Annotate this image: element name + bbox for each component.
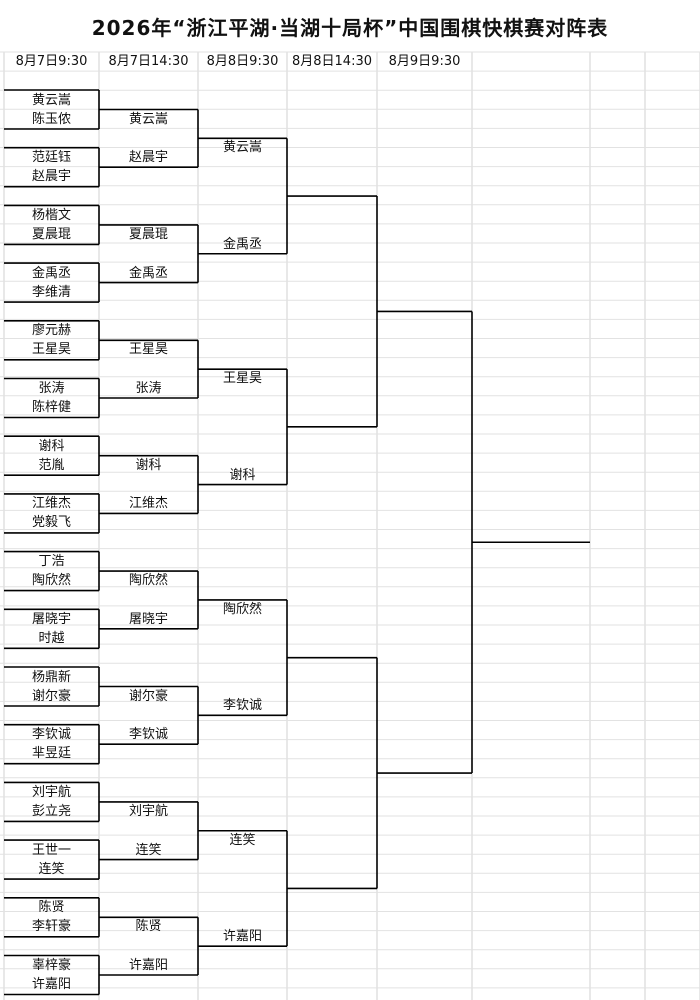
player-name: 刘宇航 — [128, 803, 168, 819]
player-name: 金禹丞 — [222, 236, 262, 252]
player-name: 陶欣然 — [222, 601, 262, 617]
player-name: 连笑 — [229, 832, 256, 848]
round-header: 8月8日9:30 — [206, 54, 279, 69]
player-name: 范胤 — [38, 457, 65, 473]
player-name: 陶欣然 — [128, 573, 168, 589]
bracket-lines — [4, 89, 590, 996]
player-name: 辜梓豪 — [31, 958, 71, 973]
round-header: 8月7日9:30 — [15, 54, 88, 69]
page-title: 2026年“浙江平湖·当湖十局杯”中国围棋快棋赛对阵表 — [91, 16, 609, 40]
player-name: 范廷钰 — [31, 150, 71, 166]
round-header: 8月7日14:30 — [108, 54, 189, 69]
player-name: 黄云嵩 — [222, 140, 262, 156]
player-name: 黄云嵩 — [128, 111, 168, 127]
player-name: 屠晓宇 — [128, 611, 168, 627]
player-name: 屠晓宇 — [31, 611, 71, 627]
player-name: 李钦诚 — [31, 727, 71, 743]
player-name: 陶欣然 — [31, 573, 71, 589]
player-name: 许嘉阳 — [222, 929, 262, 945]
player-name: 王星昊 — [222, 371, 262, 387]
round-header: 8月9日9:30 — [388, 54, 461, 69]
player-name: 夏晨琨 — [128, 226, 168, 242]
player-name: 黄云嵩 — [31, 92, 71, 108]
player-name: 陈贤 — [38, 900, 65, 916]
player-name: 连笑 — [38, 861, 65, 877]
player-name: 李轩豪 — [31, 919, 71, 935]
player-name: 王星昊 — [128, 342, 168, 358]
player-name: 王世一 — [31, 842, 71, 858]
player-name: 张涛 — [135, 381, 162, 396]
player-name: 陈梓健 — [31, 400, 71, 415]
round-header: 8月8日14:30 — [291, 54, 372, 69]
player-name: 夏晨琨 — [31, 226, 71, 242]
player-name: 赵晨宇 — [128, 150, 168, 166]
player-name: 谢尔豪 — [128, 688, 168, 704]
player-name: 江维杰 — [128, 496, 168, 512]
player-name: 王星昊 — [31, 342, 71, 358]
player-name: 杨楷文 — [31, 207, 71, 223]
player-name: 杨鼎新 — [31, 669, 71, 685]
player-name: 张涛 — [38, 381, 65, 396]
player-name: 赵晨宇 — [31, 169, 71, 185]
player-name: 李维清 — [31, 284, 71, 300]
player-name: 芈昱廷 — [31, 746, 71, 762]
player-name: 廖元赫 — [31, 323, 71, 339]
player-name: 连笑 — [135, 842, 162, 858]
player-name: 陈玉侬 — [31, 111, 71, 127]
player-name: 金禹丞 — [31, 265, 71, 281]
player-name: 许嘉阳 — [128, 958, 168, 973]
player-name: 许嘉阳 — [31, 977, 71, 992]
player-name: 党毅飞 — [31, 515, 71, 531]
player-name: 刘宇航 — [31, 784, 71, 800]
player-name: 谢科 — [38, 438, 65, 454]
player-name: 金禹丞 — [128, 265, 168, 281]
player-name: 李钦诚 — [222, 698, 262, 714]
player-name: 陈贤 — [135, 919, 162, 935]
player-name: 谢尔豪 — [31, 688, 71, 704]
player-name: 谢科 — [229, 467, 256, 483]
player-name: 江维杰 — [31, 496, 71, 512]
spreadsheet-grid — [0, 51, 700, 1000]
player-name: 时越 — [38, 630, 65, 646]
player-name: 彭立尧 — [31, 803, 71, 819]
player-name: 丁浩 — [38, 554, 65, 570]
player-name: 李钦诚 — [128, 727, 168, 743]
player-name: 谢科 — [135, 457, 162, 473]
